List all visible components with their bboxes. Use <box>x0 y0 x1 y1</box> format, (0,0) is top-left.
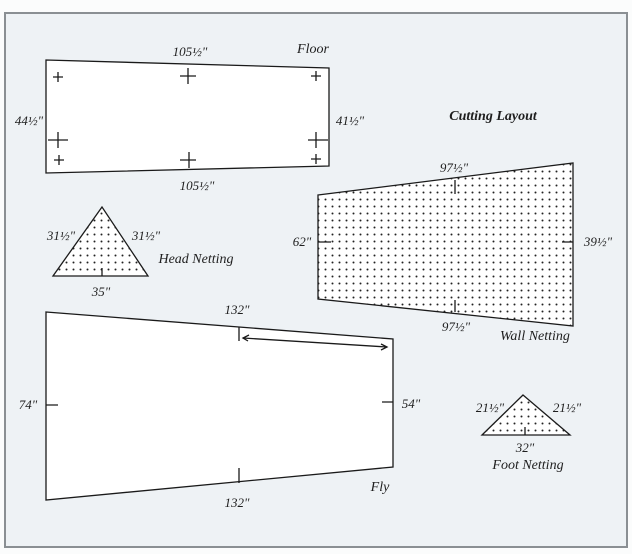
fly-bottom-dim: 132" <box>225 495 251 510</box>
wall-netting-bottom-dim: 97½" <box>442 319 471 334</box>
fly-ticks <box>46 327 393 483</box>
floor-piece: 105½" Floor 44½" 41½" 105½" <box>15 42 365 193</box>
fly-piece: 132" 74" 54" 132" Fly <box>19 302 421 510</box>
head-netting-right-dim: 31½" <box>131 228 161 243</box>
floor-bottom-dim: 105½" <box>180 178 215 193</box>
fly-right-dim: 54" <box>402 396 421 411</box>
head-netting-outline <box>51 205 150 277</box>
floor-left-dim: 44½" <box>15 113 44 128</box>
wall-netting-outline <box>317 162 574 327</box>
head-netting-left-dim: 31½" <box>46 228 76 243</box>
floor-label: Floor <box>296 42 329 57</box>
head-netting-base-dim: 35" <box>91 284 111 299</box>
floor-cross-marks <box>48 68 328 168</box>
floor-right-dim: 41½" <box>336 113 365 128</box>
foot-netting-outline <box>480 394 572 436</box>
head-netting-piece: 31½" 31½" Head Netting 35" <box>46 205 234 299</box>
floor-outline <box>45 59 330 174</box>
fly-label: Fly <box>370 480 390 495</box>
wall-netting-label: Wall Netting <box>500 329 570 344</box>
wall-netting-piece: 97½" 62" 39½" 97½" Wall Netting <box>293 160 613 344</box>
foot-netting-right-dim: 21½" <box>553 400 582 415</box>
foot-netting-base-dim: 32" <box>515 440 535 455</box>
foot-netting-label: Foot Netting <box>491 458 563 473</box>
fly-left-dim: 74" <box>19 397 38 412</box>
foot-netting-piece: 21½" 21½" 32" Foot Netting <box>476 394 582 473</box>
wall-netting-right-dim: 39½" <box>583 234 613 249</box>
wall-netting-left-dim: 62" <box>293 234 312 249</box>
wall-netting-ticks <box>318 180 573 312</box>
wall-netting-top-dim: 97½" <box>440 160 469 175</box>
foot-netting-left-dim: 21½" <box>476 400 505 415</box>
fly-top-dim: 132" <box>225 302 251 317</box>
head-netting-label: Head Netting <box>157 252 233 267</box>
fly-arrow <box>241 334 389 351</box>
diagram-title: Cutting Layout <box>449 109 538 124</box>
fly-outline <box>45 311 394 501</box>
floor-top-dim: 105½" <box>173 44 208 59</box>
